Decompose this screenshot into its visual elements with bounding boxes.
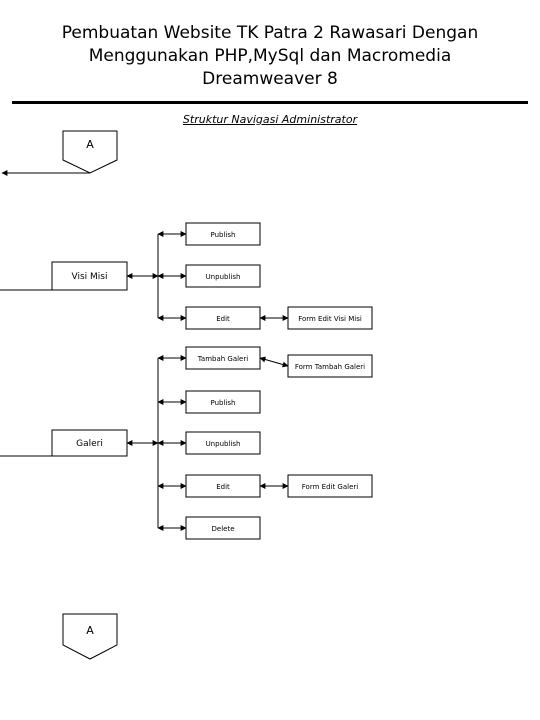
galeri-delete-label: Delete [212, 525, 235, 533]
galeri-label: Galeri [76, 439, 103, 449]
galeri-delete-box [185, 516, 261, 540]
galeri-publish-box [185, 390, 261, 414]
diagram-subtitle: Struktur Navigasi Administrator [182, 113, 358, 126]
title-divider [12, 101, 528, 104]
connector-a-bottom-label: A [86, 624, 94, 637]
connector-a-top-label: A [86, 138, 94, 151]
visi-misi-unpublish-label: Unpublish [206, 273, 241, 281]
galeri-publish-label: Publish [211, 399, 236, 407]
visi-misi-publish-box [185, 222, 261, 246]
galeri-edit-form-label: Form Edit Galeri [302, 483, 358, 491]
galeri-unpublish-label: Unpublish [206, 440, 241, 448]
visi-misi-edit-label: Edit [216, 315, 230, 323]
galeri-unpublish-box [185, 431, 261, 455]
visi-misi-publish-label: Publish [211, 231, 236, 239]
galeri-tambah-form-link [259, 356, 289, 368]
visi-misi-form-box [287, 306, 373, 330]
galeri-tambah-form-label: Form Tambah Galeri [295, 363, 365, 371]
connector-a-top: A [62, 130, 118, 174]
galeri-tambah-label: Tambah Galeri [197, 355, 248, 363]
galeri-edit-label: Edit [216, 483, 230, 491]
galeri-box [51, 429, 128, 457]
title-line-1: Pembuatan Website TK Patra 2 Rawasari De… [61, 23, 479, 43]
galeri-edit-form-box [287, 474, 373, 498]
galeri-tambah-form-box [287, 354, 373, 378]
visi-misi-label: Visi Misi [72, 272, 108, 282]
title-line-2: Menggunakan PHP,MySql dan Macromedia [88, 46, 452, 66]
title-line-3: Dreamweaver 8 [202, 69, 338, 89]
connector-a-bottom: A [62, 613, 118, 660]
visi-misi-form-label: Form Edit Visi Misi [298, 315, 362, 323]
visi-misi-unpublish-box [185, 264, 261, 288]
page-title: Pembuatan Website TK Patra 2 Rawasari De… [0, 22, 540, 91]
